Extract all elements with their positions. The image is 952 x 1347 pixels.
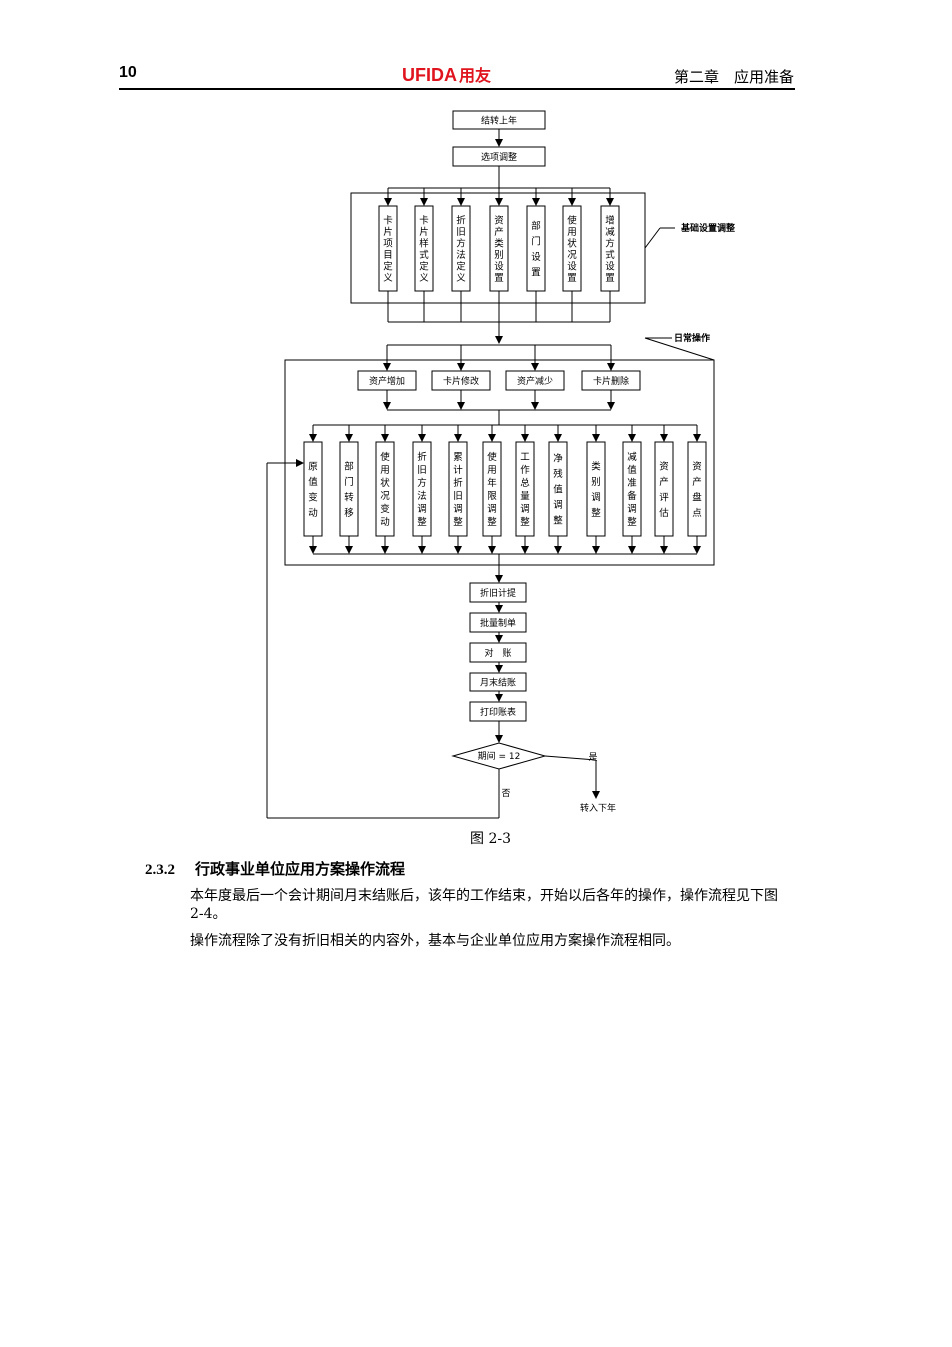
daily-change-1 [339, 441, 359, 537]
basic-box-6-label: 增减方式设置 [605, 214, 615, 284]
basic-box-2 [451, 205, 471, 292]
post-step-1-label: 批量制单 [480, 617, 516, 629]
basic-box-3 [489, 205, 509, 292]
daily-change-11-label: 资产盘点 [692, 461, 702, 519]
daily-change-10-label: 资产评估 [659, 461, 669, 519]
daily-top-2 [505, 370, 565, 391]
daily-change-6 [515, 441, 535, 537]
daily-change-9 [622, 441, 642, 537]
basic-settings-group [350, 192, 646, 304]
daily-top-0-label: 资产增加 [369, 375, 405, 387]
flow-line [544, 755, 597, 761]
figure-caption: 图 2-3 [470, 831, 511, 847]
post-step-4-label: 打印账表 [480, 706, 516, 718]
daily-change-11 [687, 441, 707, 537]
step-carry-forward-label: 结转上年 [481, 115, 517, 127]
page-number: 10 [119, 64, 137, 81]
section-title: 行政事业单位应用方案操作流程 [195, 860, 406, 878]
daily-top-3-label: 卡片删除 [593, 375, 629, 387]
post-step-2 [469, 642, 527, 663]
logo-cn: 用友 [459, 66, 492, 85]
daily-change-2 [375, 441, 395, 537]
daily-change-5 [482, 441, 502, 537]
daily-top-0 [357, 370, 417, 391]
post-step-2-label: 对 账 [484, 647, 511, 659]
post-step-3 [469, 672, 527, 692]
section-heading: 2.3.2 行政事业单位应用方案操作流程 [145, 858, 405, 879]
paragraph-2: 操作流程除了没有折旧相关的内容外，基本与企业单位应用方案操作流程相同。 [190, 933, 680, 949]
basic-box-0-label: 卡片项目定义 [383, 214, 393, 284]
daily-change-9-label: 减值准备调整 [627, 451, 637, 528]
basic-box-3-label: 资产类别设置 [494, 215, 504, 284]
daily-change-7 [548, 441, 568, 537]
header-rule [119, 88, 795, 90]
step-option-adjust [452, 146, 546, 167]
daily-top-3 [581, 370, 641, 391]
logo-latin: UFIDA [402, 65, 457, 85]
post-step-1 [469, 612, 527, 633]
basic-box-6 [600, 205, 620, 292]
daily-change-8 [586, 441, 606, 537]
daily-operations-group [284, 359, 715, 566]
post-step-4 [469, 701, 527, 722]
daily-change-3 [412, 441, 432, 537]
post-step-0-label: 折旧计提 [480, 587, 516, 599]
section-number: 2.3.2 [145, 862, 175, 878]
basic-box-1-label: 卡片样式定义 [419, 214, 429, 284]
flow-line [644, 227, 661, 249]
decision-diamond [451, 742, 547, 770]
daily-top-2-label: 资产减少 [517, 375, 553, 387]
daily-top-1 [431, 370, 491, 391]
daily-change-1-label: 部门转移 [344, 460, 354, 519]
flowchart: 结转上年选项调整卡片项目定义卡片样式定义折旧方法定义资产类别设置部门设置使用状况… [266, 110, 735, 819]
basic-group-label: 基础设置调整 [680, 222, 735, 234]
daily-change-3-label: 折旧方法调整 [417, 451, 427, 528]
daily-change-6-label: 工作总量调整 [520, 452, 530, 528]
daily-change-8-label: 类别调整 [591, 460, 601, 519]
daily-change-4 [448, 441, 468, 537]
basic-box-4 [526, 205, 546, 292]
daily-change-2-label: 使用状况变动 [380, 451, 390, 528]
yes-target: 转入下年 [580, 802, 616, 814]
post-step-3-label: 月末结账 [480, 677, 516, 689]
chapter-title: 第二章 应用准备 [673, 68, 794, 86]
daily-change-5-label: 使用年限调整 [487, 451, 497, 528]
basic-box-4-label: 部门设置 [531, 220, 541, 279]
step-option-adjust-label: 选项调整 [481, 151, 517, 163]
basic-box-1 [414, 205, 434, 292]
basic-box-2-label: 折旧方法定义 [456, 214, 466, 284]
daily-change-7-label: 净残值调整 [553, 453, 563, 527]
basic-box-5 [562, 205, 582, 292]
daily-change-10 [654, 441, 674, 537]
daily-change-0-label: 原值变动 [308, 461, 318, 519]
no-label: 否 [501, 788, 510, 799]
post-step-0 [469, 582, 527, 603]
daily-top-1-label: 卡片修改 [443, 375, 479, 387]
decision-label: 期间 = 12 [478, 750, 521, 762]
daily-change-4-label: 累计折旧调整 [453, 452, 463, 528]
yes-label: 是 [588, 752, 597, 763]
basic-box-0 [378, 205, 398, 292]
basic-box-5-label: 使用状况设置 [567, 214, 577, 284]
daily-group-label: 日常操作 [674, 332, 710, 344]
flow-line [644, 337, 715, 361]
daily-change-0 [303, 441, 323, 537]
paragraph-1: 本年度最后一个会计期间月末结账后，该年的工作结束，开始以后各年的操作，操作流程见… [190, 888, 778, 922]
step-carry-forward [452, 110, 546, 130]
